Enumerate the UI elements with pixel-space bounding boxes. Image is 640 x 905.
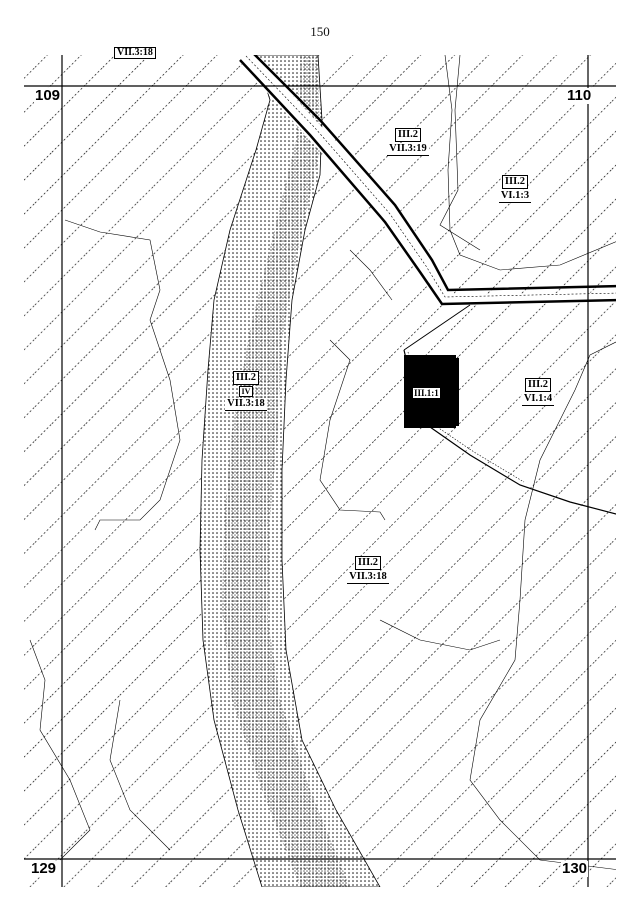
page-number: 150 — [310, 24, 330, 39]
zone-label: III.2 IV VII.3:18 — [225, 371, 267, 411]
grid-corner-bottom-left: 129 — [30, 860, 58, 877]
dark-parcel-label: III.1:1 — [413, 388, 440, 398]
grid-corner-bottom-right: 130 — [561, 860, 589, 877]
grid-corner-top-right: 110 — [566, 87, 593, 104]
coordinate-grid — [24, 55, 616, 887]
zone-label: III.2 VII.3:18 — [347, 556, 389, 584]
zone-boundary — [403, 304, 471, 351]
road — [253, 55, 616, 292]
zone-label: III.2 VI.1:4 — [521, 378, 555, 406]
cut-label: VII.3:18 — [114, 47, 156, 59]
grid-corner-top-left: 109 — [34, 87, 62, 104]
zone-label: III.2 VI.1:3 — [498, 175, 532, 203]
zone-label: III.2 VII.3:19 — [387, 128, 429, 156]
